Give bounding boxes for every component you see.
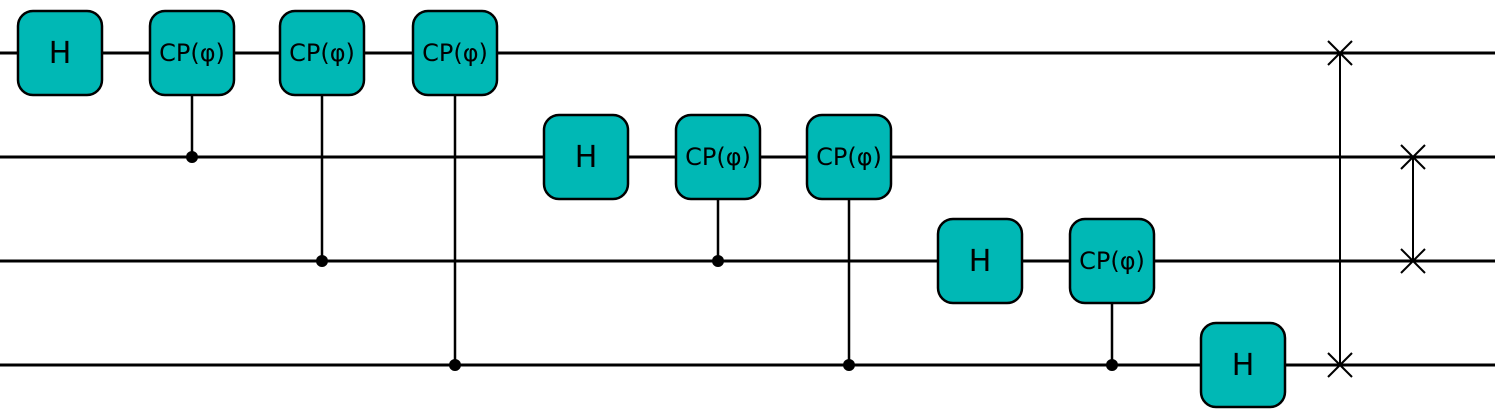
control-dot: [316, 255, 328, 267]
hadamard-gate: H: [542, 113, 630, 201]
control-dot: [843, 359, 855, 371]
gate-box: [16, 9, 104, 97]
gate-box: [542, 113, 630, 201]
hadamard-gate: H: [936, 217, 1024, 305]
swap-cross: [1400, 144, 1426, 170]
gate-label: CP(φ): [289, 39, 355, 67]
gate-label: H: [969, 244, 992, 279]
gate-box: [1199, 321, 1287, 409]
hadamard-gate: H: [1199, 321, 1287, 409]
controlled-phase-gate: CP(φ): [805, 113, 893, 201]
controlled-phase-gate: CP(φ): [278, 9, 366, 97]
controlled-phase-gate: CP(φ): [1068, 217, 1156, 305]
swap-cross: [1400, 248, 1426, 274]
gate-label: CP(φ): [1079, 247, 1145, 275]
control-links: [190, 53, 1414, 365]
swap-cross: [1327, 352, 1353, 378]
control-dot: [712, 255, 724, 267]
control-dot: [186, 151, 198, 163]
swap-cross: [1327, 40, 1353, 66]
hadamard-gate: H: [16, 9, 104, 97]
controlled-phase-gate: CP(φ): [411, 9, 499, 97]
gate-label: CP(φ): [816, 143, 882, 171]
gate-box: [148, 9, 236, 97]
controlled-phase-gate: CP(φ): [674, 113, 762, 201]
swap-cross-stroke: [1327, 352, 1353, 378]
swap-cross-stroke: [1327, 40, 1353, 66]
gate-label: CP(φ): [422, 39, 488, 67]
gate-box: [411, 9, 499, 97]
controlled-phase-gate: CP(φ): [148, 9, 236, 97]
gate-box: [1068, 217, 1156, 305]
gate-label: H: [575, 140, 598, 175]
gate-label: H: [49, 36, 72, 71]
gate-box: [936, 217, 1024, 305]
control-dot: [1106, 359, 1118, 371]
gate-box: [674, 113, 762, 201]
gate-label: CP(φ): [685, 143, 751, 171]
swap-cross-stroke: [1400, 144, 1426, 170]
gate-label: CP(φ): [159, 39, 225, 67]
swap-cross-stroke: [1400, 248, 1426, 274]
gate-box: [805, 113, 893, 201]
gate-label: H: [1232, 348, 1255, 383]
gates: H CP(φ) CP(φ) CP(φ) H CP(φ) CP(φ) H CP(φ) H: [16, 9, 1426, 409]
control-dot: [449, 359, 461, 371]
gate-box: [278, 9, 366, 97]
qubit-wires: [0, 51, 1495, 367]
